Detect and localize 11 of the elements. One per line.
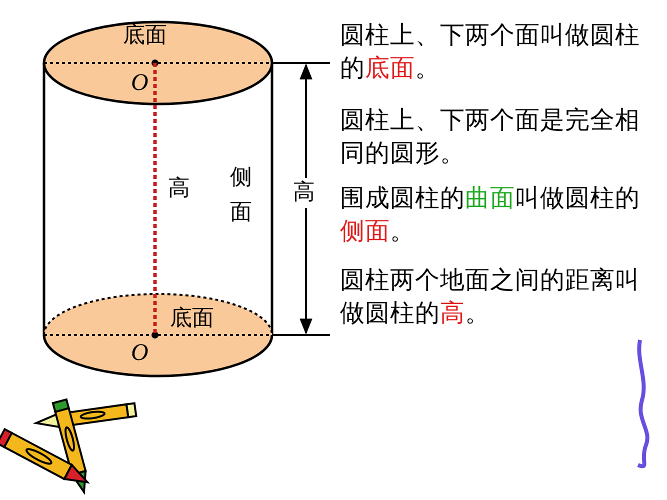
base-label: 底面: [170, 308, 214, 330]
dimension-label: 高: [293, 178, 315, 208]
definition-text: 圆柱上、下两个面是完全相同的圆形。: [340, 104, 641, 170]
base-label: 底面: [123, 25, 167, 47]
height-label: 高: [168, 178, 190, 200]
definition-text: 圆柱两个地面之间的距离叫做圆柱的高。: [340, 264, 641, 330]
center-label: O: [131, 341, 148, 365]
definition-text: 围成圆柱的曲面叫做圆柱的侧面。: [340, 182, 641, 248]
center-label: O: [131, 71, 148, 95]
definition-text: 圆柱上、下两个面叫做圆柱的底面。: [340, 19, 641, 84]
side-label: 侧面: [230, 164, 252, 228]
